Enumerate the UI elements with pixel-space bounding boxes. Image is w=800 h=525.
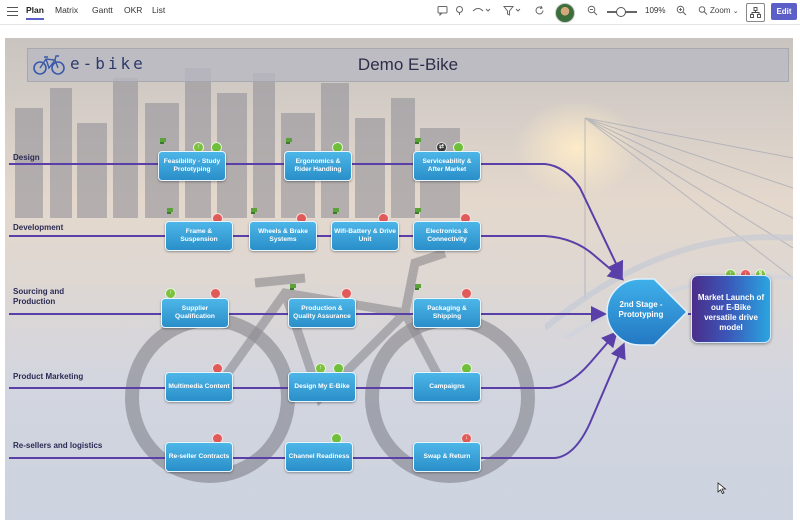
task-feasibility-study[interactable]: Feasibility - Study Prototyping: [158, 151, 226, 181]
task-serviceability[interactable]: Serviceability & After Market: [413, 151, 481, 181]
lane-label-design: Design: [13, 153, 40, 162]
location-pin-icon[interactable]: [454, 5, 465, 20]
tab-okr[interactable]: OKR: [124, 5, 143, 15]
comment-icon[interactable]: [437, 5, 448, 20]
top-toolbar: Plan Matrix Gantt OKR List 109% Zoom ⌄ E…: [0, 0, 800, 25]
logo-text: e-bike: [70, 54, 146, 73]
task-multimedia-content[interactable]: Multimedia Content: [165, 372, 233, 402]
header-band: e-bike Demo E-Bike: [27, 48, 789, 82]
lane-label-development: Development: [13, 223, 64, 232]
zoom-percent: 109%: [645, 6, 666, 15]
view-icon[interactable]: [472, 5, 492, 20]
task-frame-suspension[interactable]: Frame & Suspension: [165, 221, 233, 251]
milestone-shape[interactable]: [606, 278, 688, 346]
hierarchy-button[interactable]: [746, 3, 765, 22]
task-channel-readiness[interactable]: Channel Readiness: [285, 442, 353, 472]
zoom-out-icon[interactable]: [587, 5, 598, 20]
tab-matrix[interactable]: Matrix: [55, 5, 79, 15]
flag-icon: [415, 284, 421, 290]
page-title: Demo E-Bike: [357, 55, 459, 74]
zoom-dropdown-icon: [698, 5, 708, 20]
task-reseller-contracts[interactable]: Re-seller Contracts: [165, 442, 233, 472]
bike-logo-icon: [33, 55, 65, 75]
flag-icon: [290, 284, 296, 290]
flag-icon: [160, 138, 166, 144]
tab-list[interactable]: List: [152, 5, 166, 15]
tab-plan[interactable]: Plan: [26, 5, 44, 20]
menu-icon[interactable]: [7, 7, 18, 17]
task-swap-return[interactable]: Swap & Return: [413, 442, 481, 472]
task-ergonomics[interactable]: Ergonomics & Rider Handling: [284, 151, 352, 181]
task-design-my-e-bike[interactable]: Design My E-Bike: [288, 372, 356, 402]
task-battery-drive[interactable]: Wifi-Battery & Drive Unit: [331, 221, 399, 251]
flag-icon: [415, 208, 421, 214]
zoom-dropdown[interactable]: Zoom ⌄: [710, 6, 739, 15]
hierarchy-icon: [750, 7, 761, 18]
zoom-slider-thumb[interactable]: [616, 7, 626, 17]
task-packaging-shipping[interactable]: Packaging & Shipping: [413, 298, 481, 328]
flag-icon: [415, 138, 421, 144]
market-launch-milestone[interactable]: Market Launch of our E-Bike versatile dr…: [691, 275, 771, 343]
refresh-icon[interactable]: [534, 5, 545, 20]
lane-label-sourcing: Sourcing and Production: [13, 287, 65, 306]
task-campaigns[interactable]: Campaigns: [413, 372, 481, 402]
milestone-label: 2nd Stage - Prototyping: [618, 300, 664, 319]
task-wheels-brake[interactable]: Wheels & Brake Systems: [249, 221, 317, 251]
lane-label-resellers: Re-sellers and logistics: [13, 441, 103, 450]
lane-label-product-marketing: Product Marketing: [13, 372, 84, 381]
roadmap-canvas[interactable]: e-bike Demo E-Bike Design Development So…: [5, 38, 793, 520]
flag-icon: [286, 138, 292, 144]
filter-icon[interactable]: [502, 5, 523, 20]
edit-button[interactable]: Edit: [771, 3, 797, 20]
flag-icon: [167, 208, 173, 214]
task-supplier-qualification[interactable]: Supplier Qualification: [161, 298, 229, 328]
chevron-down-icon: ⌄: [732, 8, 739, 15]
task-production-qa[interactable]: Production & Quality Assurance: [288, 298, 356, 328]
flag-icon: [251, 208, 257, 214]
tab-gantt[interactable]: Gantt: [92, 5, 113, 15]
dependency-connectors: [9, 163, 691, 459]
avatar[interactable]: [555, 3, 575, 23]
floor-background: [5, 358, 793, 520]
flag-icon: [333, 208, 339, 214]
zoom-dropdown-label: Zoom: [710, 6, 731, 15]
mouse-cursor-icon: [717, 482, 727, 494]
task-electronics[interactable]: Electronics & Connectivity: [413, 221, 481, 251]
zoom-in-icon[interactable]: [676, 5, 687, 20]
